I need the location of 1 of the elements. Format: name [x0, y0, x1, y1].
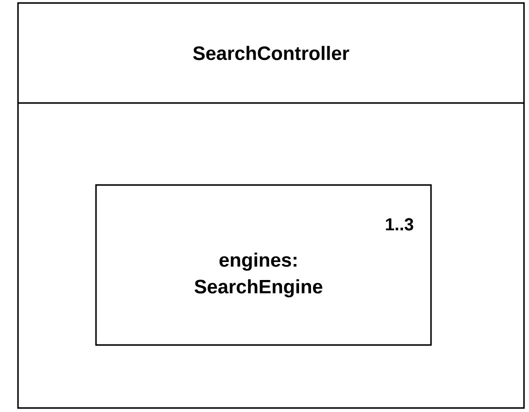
part-box: 1..3 engines: SearchEngine	[95, 184, 432, 346]
